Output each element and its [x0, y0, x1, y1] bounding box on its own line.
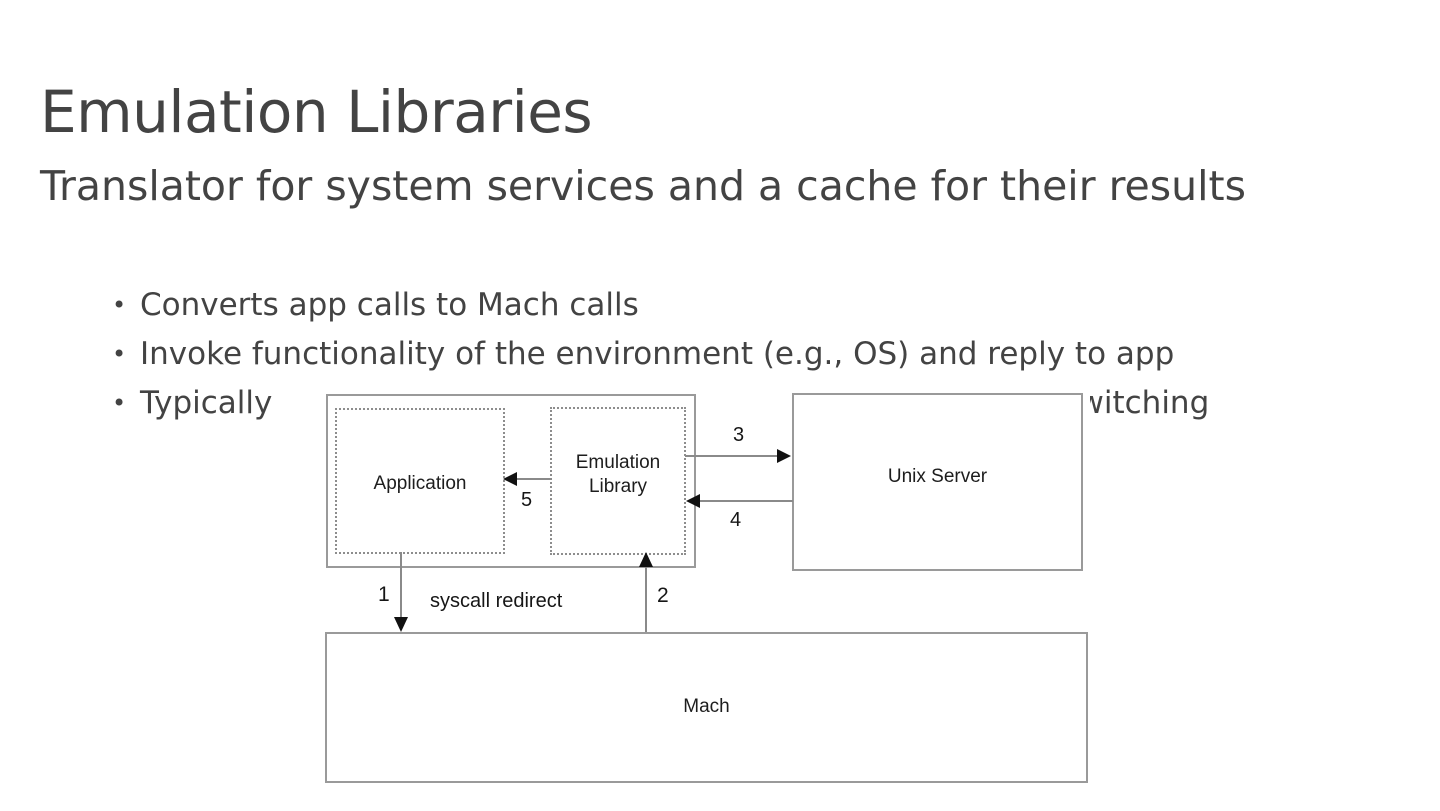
diagram-node-unix-server: Unix Server [792, 393, 1083, 571]
diagram-edge-3-line [685, 455, 778, 457]
diagram-edge-4-line [700, 500, 793, 502]
diagram-node-application: Application [335, 408, 505, 554]
diagram-edge-label-1: 1 [378, 583, 390, 606]
list-item: Typically switching [108, 379, 1408, 428]
slide-subtitle: Translator for system services and a cac… [40, 162, 1246, 210]
bullet-text: Invoke functionality of the environment … [140, 336, 1175, 372]
bullet-list: Converts app calls to Mach calls Invoke … [108, 281, 1408, 428]
diagram-annotation-syscall-redirect: syscall redirect [430, 590, 563, 612]
diagram-edge-3-arrowhead-icon [777, 449, 791, 463]
list-item: Invoke functionality of the environment … [108, 330, 1408, 379]
diagram-edge-label-4: 4 [730, 509, 742, 531]
diagram-node-mach: Mach [325, 632, 1088, 783]
diagram-node-emulation-library: Emulation Library [550, 407, 686, 555]
diagram-node-emulation-library-label-line1: Emulation [575, 452, 661, 473]
diagram-edge-label-2: 2 [657, 584, 669, 607]
bullet-text: Converts app calls to Mach calls [140, 287, 639, 323]
list-item: Converts app calls to Mach calls [108, 281, 1408, 330]
bullet-text-head: Typically [140, 385, 273, 421]
diagram-node-application-label: Application [373, 473, 467, 494]
diagram-node-emulation-library-label: Emulation Library [552, 451, 684, 499]
diagram-edge-1-arrowhead-icon [394, 617, 408, 632]
diagram-node-mach-label: Mach [683, 696, 730, 717]
page-title: Emulation Libraries [40, 77, 593, 146]
diagram-node-unix-server-label: Unix Server [887, 466, 988, 487]
diagram-node-emulation-library-label-line2: Library [588, 476, 648, 497]
diagram-edge-2-line [645, 566, 647, 632]
bullet-text-tail: switching [1062, 385, 1210, 421]
